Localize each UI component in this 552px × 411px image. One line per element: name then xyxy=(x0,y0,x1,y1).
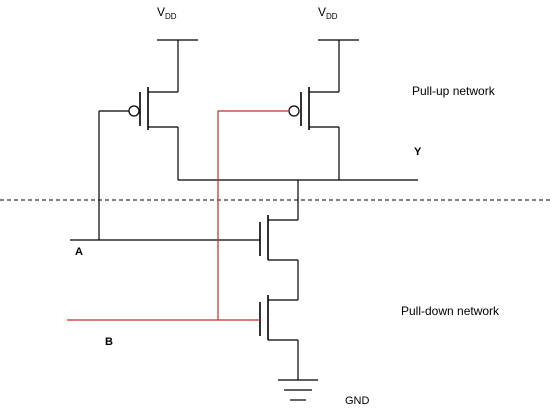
vdd-supply-left: VDD xyxy=(157,5,198,92)
vdd-label-left: VDD xyxy=(157,5,177,21)
vdd-label-right: VDD xyxy=(318,5,338,21)
input-label-b: B xyxy=(105,336,113,348)
pmos-transistor-b xyxy=(288,87,340,180)
nmos-transistor-b xyxy=(259,295,299,380)
nmos-transistor-a xyxy=(259,215,299,300)
inversion-bubble-a xyxy=(128,105,140,117)
input-label-a: A xyxy=(75,246,83,258)
vdd-supply-right: VDD xyxy=(318,5,359,92)
output-label-y: Y xyxy=(414,146,422,158)
input-b-wire: B xyxy=(67,110,289,348)
inversion-bubble-b xyxy=(288,105,300,117)
input-a-wire: A xyxy=(70,239,260,258)
pull-down-network-label: Pull-down network xyxy=(401,304,500,318)
ground-symbol: GND xyxy=(278,379,370,407)
ground-label: GND xyxy=(345,395,370,407)
output-node: Y xyxy=(178,146,422,220)
pmos-transistor-a xyxy=(98,87,179,240)
pull-up-network-label: Pull-up network xyxy=(412,84,496,98)
